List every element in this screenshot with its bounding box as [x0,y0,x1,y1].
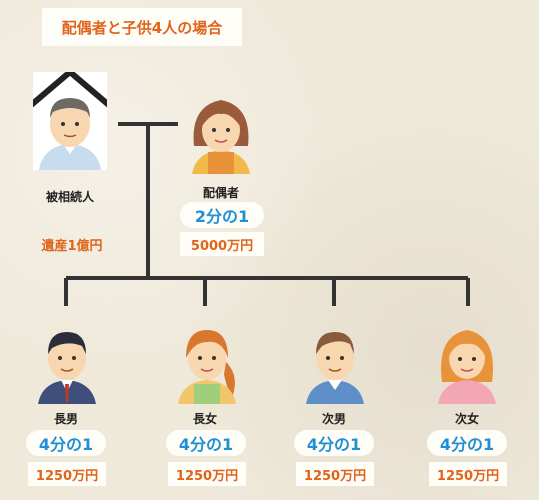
eldest-son-amount: 1250万円 [28,462,106,486]
eldest-son-portrait [30,312,104,410]
second-son-share-badge: 4分の1 [294,430,374,456]
second-daughter-label: 次女 [454,412,479,426]
eldest-son-label: 長男 [53,412,78,426]
second-daughter-amount: 1250万円 [429,462,507,486]
eldest-daughter-share-badge: 4分の1 [166,430,246,456]
page-title: 配偶者と子供4人の場合 [42,8,242,46]
second-daughter-portrait [430,312,504,410]
second-son-amount: 1250万円 [296,462,374,486]
second-son-label: 次男 [321,412,346,426]
spouse-share-badge: 2分の1 [180,202,264,228]
second-daughter-share-badge: 4分の1 [427,430,507,456]
eldest-daughter-amount: 1250万円 [168,462,246,486]
spouse-portrait [184,76,258,174]
eldest-daughter-label: 長女 [192,412,217,426]
second-son-portrait [298,312,372,410]
eldest-son-share-badge: 4分の1 [26,430,106,456]
deceased-label: 被相続人 [45,190,94,204]
spouse-label: 配偶者 [202,186,239,200]
estate-amount: 遺産1億円 [41,238,103,254]
eldest-daughter-portrait [170,312,244,410]
spouse-amount: 5000万円 [180,232,264,256]
deceased-portrait [21,68,119,170]
